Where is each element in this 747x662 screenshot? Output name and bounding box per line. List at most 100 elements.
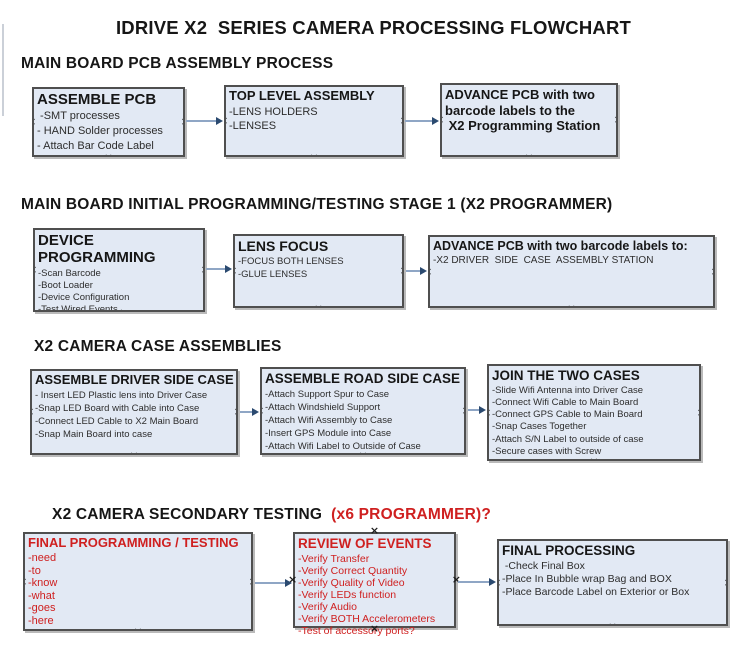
box-lines: -Slide Wifi Antenna into Driver Case -Co… <box>492 385 697 459</box>
box-line: -need <box>28 551 57 564</box>
box-line: -Snap Cases Together <box>492 421 587 433</box>
box-lines: -Verify Transfer -Verify Correct Quantit… <box>298 553 452 637</box>
flow-arrow <box>255 579 292 587</box>
box-line: -Test Wired Events <box>38 303 118 312</box>
box-line: -Test of accessory ports? <box>298 624 415 637</box>
box-line: -what <box>28 589 55 602</box>
box-line: -Verify BOTH Accelerometers <box>298 612 436 625</box>
box-title: LENS FOCUS <box>238 238 329 254</box>
box-line: -Boot Loader <box>38 279 93 291</box>
section-heading-pcb-assembly: MAIN BOARD PCB ASSEMBLY PROCESS <box>21 55 334 72</box>
box-lines: -Check Final Box -Place In Bubble wrap B… <box>502 560 724 599</box>
flow-box-final-programming-testing: × × × × FINAL PROGRAMMING / TESTING -nee… <box>23 532 253 631</box>
connection-point-icon: × <box>262 405 264 416</box>
connection-point-icon: × <box>697 407 699 418</box>
box-title: FINAL PROGRAMMING / TESTING <box>28 535 239 550</box>
box-line: -X2 DRIVER SIDE CASE ASSEMBLY STATION <box>433 255 654 267</box>
box-line: -Connect GPS Cable to Main Board <box>492 409 643 421</box>
box-title: DEVICE PROGRAMMING <box>38 232 156 267</box>
arrow-line <box>458 581 491 583</box>
flow-arrow <box>240 408 259 416</box>
connection-point-icon: × <box>235 265 237 276</box>
connection-point-icon: × <box>711 266 713 277</box>
arrow-head-icon <box>489 578 496 586</box>
connection-point-icon: × <box>489 407 491 418</box>
connection-point-icon: × <box>400 115 402 126</box>
arrow-line <box>206 268 227 270</box>
section-heading-case-assemblies: X2 CAMERA CASE ASSEMBLIES <box>34 338 282 355</box>
box-lines: -SMT processes - HAND Solder processes -… <box>37 109 181 154</box>
connection-point-icon: × <box>32 406 34 417</box>
arrow-line <box>406 270 422 272</box>
box-line: -Check Final Box <box>502 559 585 572</box>
box-title: ADVANCE PCB with two barcode labels to t… <box>445 87 601 133</box>
box-line: -Verify Transfer <box>298 552 370 565</box>
box-line: -Verify LEDs function <box>298 588 397 601</box>
connection-point-icon: × <box>129 450 138 453</box>
connection-point-icon: × <box>234 406 236 417</box>
flow-box-assemble-driver-side-case: × × × × ASSEMBLE DRIVER SIDE CASE - Inse… <box>30 369 238 455</box>
box-lines: -Attach Support Spur to Case -Attach Win… <box>265 388 462 453</box>
box-line: -Attach Support Spur to Case <box>265 388 390 400</box>
page-edge-artifact <box>2 24 4 116</box>
box-line: -know <box>28 577 58 590</box>
box-line: - Attach Bar Code Label <box>37 140 154 153</box>
flow-box-device-programming: × × × × DEVICE PROGRAMMING -Scan Barcode… <box>33 228 205 312</box>
arrow-head-icon <box>285 579 292 587</box>
flow-box-assemble-road-side-case: × × × × ASSEMBLE ROAD SIDE CASE -Attach … <box>260 367 466 455</box>
flow-box-lens-focus: × × × × LENS FOCUS -FOCUS BOTH LENSES -G… <box>233 234 404 308</box>
box-line: -to <box>28 564 41 577</box>
connection-point-icon: × <box>567 303 576 306</box>
connection-point-icon: × <box>608 621 617 624</box>
arrow-head-icon <box>420 267 427 275</box>
box-lines: -Scan Barcode -Boot Loader -Device Confi… <box>38 268 201 312</box>
connection-point-icon: × <box>614 114 616 125</box>
connection-point-icon: × <box>181 116 183 127</box>
flow-box-review-of-events: × × × × REVIEW OF EVENTS -Verify Transfe… <box>288 525 461 637</box>
box-line: -Verify Correct Quantity <box>298 564 408 577</box>
flow-arrow <box>405 117 439 125</box>
box-lines: -LENS HOLDERS -LENSES <box>229 105 400 133</box>
box-line: -Place In Bubble wrap Bag and BOX <box>502 572 672 585</box>
flow-box-advance-pcb-programming-station: × × × × ADVANCE PCB with two barcode lab… <box>440 83 618 157</box>
connection-point-icon: × <box>524 152 533 155</box>
box-line: - Insert LED Plastic lens into Driver Ca… <box>35 389 208 401</box>
box-title: ASSEMBLE PCB <box>37 91 157 108</box>
box-line: -SMT processes <box>37 110 120 123</box>
connection-point-icon: × <box>226 115 228 126</box>
flow-arrow <box>186 117 223 125</box>
box-line: -Insert GPS Module into Case <box>265 427 392 439</box>
arrow-head-icon <box>479 406 486 414</box>
box-title: ASSEMBLE DRIVER SIDE CASE <box>35 372 234 387</box>
box-line: -Snap Main Board into case <box>35 428 153 440</box>
arrow-head-icon <box>225 265 232 273</box>
arrow-line <box>186 120 218 122</box>
box-line: -goes <box>28 602 56 615</box>
connection-point-icon: × <box>400 265 402 276</box>
connection-point-icon: × <box>133 626 142 629</box>
arrow-line <box>468 409 481 411</box>
flow-arrow <box>468 406 486 414</box>
flow-box-advance-pcb-driver-side-station: × × × × ADVANCE PCB with two barcode lab… <box>428 235 715 308</box>
box-title: REVIEW OF EVENTS <box>298 536 432 551</box>
flow-box-assemble-pcb: × × × × ASSEMBLE PCB -SMT processes - HA… <box>32 87 185 157</box>
box-line: -Secure cases with Screw <box>492 446 602 457</box>
box-line: -Attach Wifi Assembly to Case <box>265 414 393 426</box>
arrow-line <box>255 582 287 584</box>
box-line: -Attach Windshield Support <box>265 401 381 413</box>
connection-point-icon: × <box>724 577 726 588</box>
box-line: -FOCUS BOTH LENSES <box>238 256 344 268</box>
box-line: -GLUE LENSES <box>238 269 308 281</box>
box-line: - HAND Solder processes <box>37 125 163 138</box>
box-line: -Attach S/N Label to outside of case <box>492 433 644 445</box>
connection-point-icon: × <box>442 114 444 125</box>
arrow-head-icon <box>432 117 439 125</box>
flow-box-top-level-assembly: × × × × TOP LEVEL ASSEMBLY -LENS HOLDERS… <box>224 85 404 157</box>
connection-point-icon: × <box>201 264 203 275</box>
flow-arrow <box>206 265 232 273</box>
connection-point-icon: × <box>34 116 36 127</box>
box-line: -Slide Wifi Antenna into Driver Case <box>492 384 644 396</box>
connection-point-icon: × <box>25 576 27 587</box>
box-lines: -need -to -know -what -goes -here <box>28 552 249 628</box>
box-title: FINAL PROCESSING <box>502 543 636 558</box>
